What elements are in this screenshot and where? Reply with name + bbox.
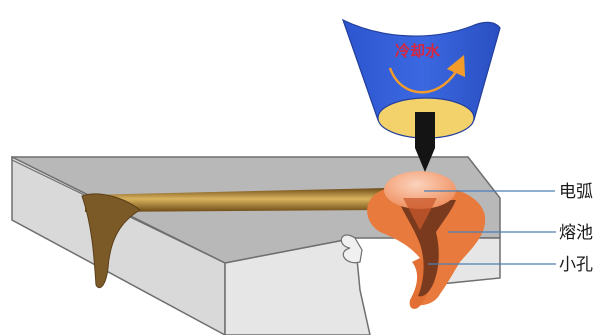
keyhole-label: 小孔 [559,255,593,275]
plate-front-face [224,237,371,335]
weld-bead [81,188,388,289]
plasma-torch: 冷却水 [341,18,501,172]
plate-left-face [11,155,226,335]
weld-pool-label: 熔池 [559,223,593,243]
torch-body [341,18,501,121]
coolant-label: 冷却水 [395,42,441,60]
plasma-arc [384,171,456,209]
tungsten-electrode [415,112,435,148]
bead-root [81,193,141,289]
arc-label: 电弧 [559,182,593,202]
keyhole [398,200,456,297]
electrode-tip [415,148,435,172]
bead-surface [85,188,388,212]
arc-cone [403,198,437,230]
coolant-flow-arrow [388,54,466,94]
joint-notch [340,234,363,264]
